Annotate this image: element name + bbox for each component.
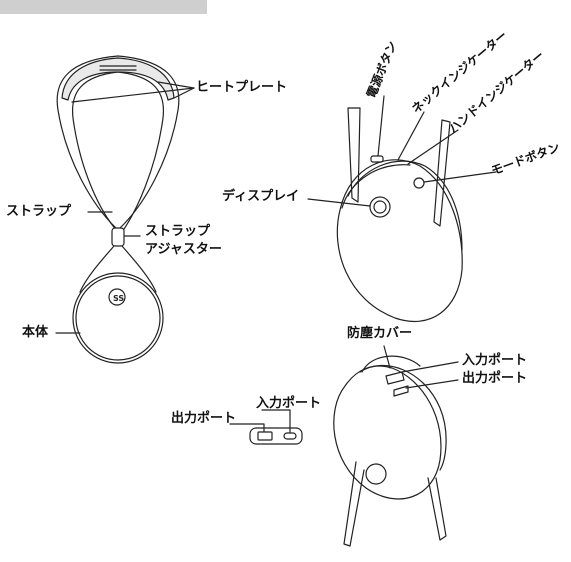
strap-adjuster-label-1: ストラップ — [145, 224, 211, 239]
input-port-label-right: 入力ポート — [462, 353, 528, 368]
strap-adjuster-label-2: アジャスター — [145, 242, 222, 257]
strap-adjuster — [111, 227, 125, 247]
lower-strap-left — [79, 245, 115, 293]
header-bar — [0, 0, 207, 14]
display-label: ディスプレイ — [222, 189, 300, 204]
input-port-label-small: 入力ポート — [256, 396, 322, 411]
device-logo: SS — [113, 294, 124, 303]
dust-cover-label: 防塵カバー — [347, 326, 413, 341]
strap-label: ストラップ — [6, 204, 72, 219]
port-detail — [249, 427, 303, 445]
device-angled-top — [336, 107, 463, 323]
body-label: 本体 — [22, 325, 49, 340]
output-port-label-small: 出力ポート — [171, 411, 237, 426]
output-port-label-right: 出力ポート — [462, 371, 528, 386]
lower-strap-right — [121, 245, 157, 293]
device-body — [72, 272, 164, 364]
device-angled-bottom — [333, 355, 447, 547]
heat-plate-label: ヒートプレート — [196, 80, 288, 95]
heat-plate — [61, 57, 175, 101]
